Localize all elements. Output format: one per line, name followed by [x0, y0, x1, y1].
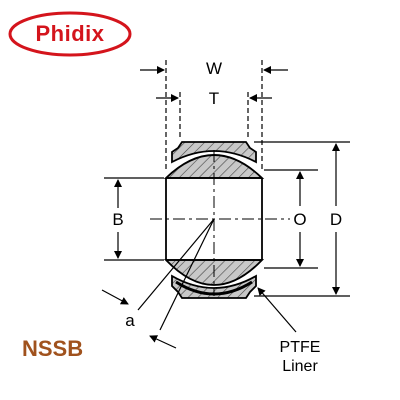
label-ptfe: PTFE: [280, 339, 321, 356]
label-b: B: [112, 210, 123, 229]
label-w: W: [206, 59, 222, 78]
dim-b: [104, 177, 164, 261]
outer-race-bottom: [171, 274, 257, 299]
dim-d: [254, 141, 350, 297]
dim-o: [264, 169, 318, 269]
model-code: NSSB: [22, 336, 84, 361]
label-liner: Liner: [282, 358, 318, 375]
brand-name: Phidix: [35, 21, 105, 46]
dim-angle-a: [101, 218, 215, 349]
dim-t: [156, 92, 272, 140]
label-d: D: [330, 210, 342, 229]
phidix-logo: [8, 11, 132, 57]
liner-leader: [257, 287, 297, 333]
dim-w: [140, 60, 288, 170]
label-o: O: [293, 210, 306, 229]
center-lines: [150, 150, 290, 296]
label-t: T: [209, 89, 219, 108]
label-a: a: [125, 311, 135, 330]
outer-race-top: [171, 141, 257, 164]
